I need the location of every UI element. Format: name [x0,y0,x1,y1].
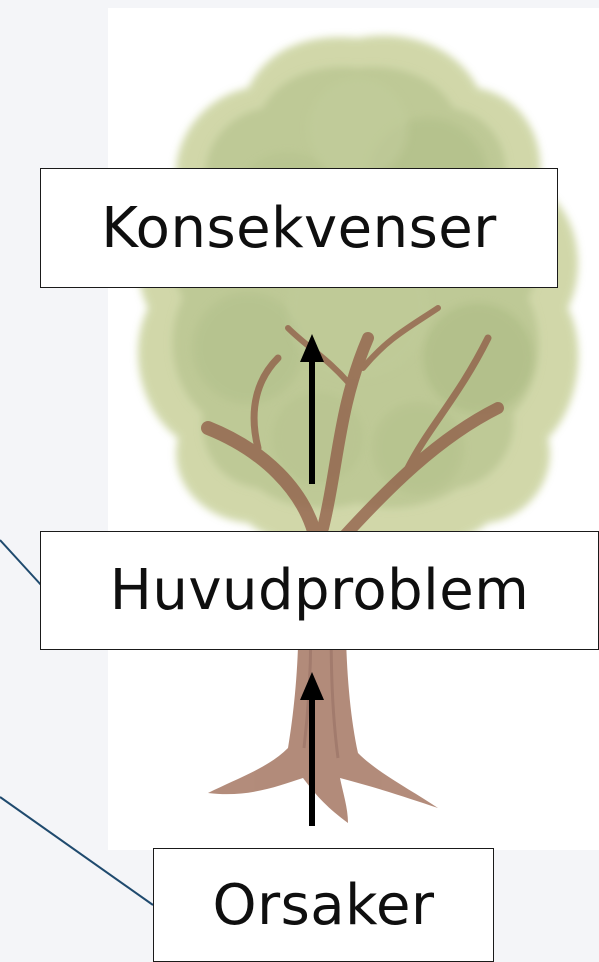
connector-line-bottom [0,797,153,905]
consequences-box: Konsekvenser [40,168,558,288]
connector-line-top [0,540,42,586]
up-arrow-icon [300,334,324,484]
main-problem-label: Huvudproblem [110,558,530,623]
causes-label: Orsaker [212,873,434,938]
up-arrow-icon [300,672,324,826]
main-problem-box: Huvudproblem [40,531,599,650]
consequences-label: Konsekvenser [101,196,496,261]
causes-box: Orsaker [153,848,494,962]
